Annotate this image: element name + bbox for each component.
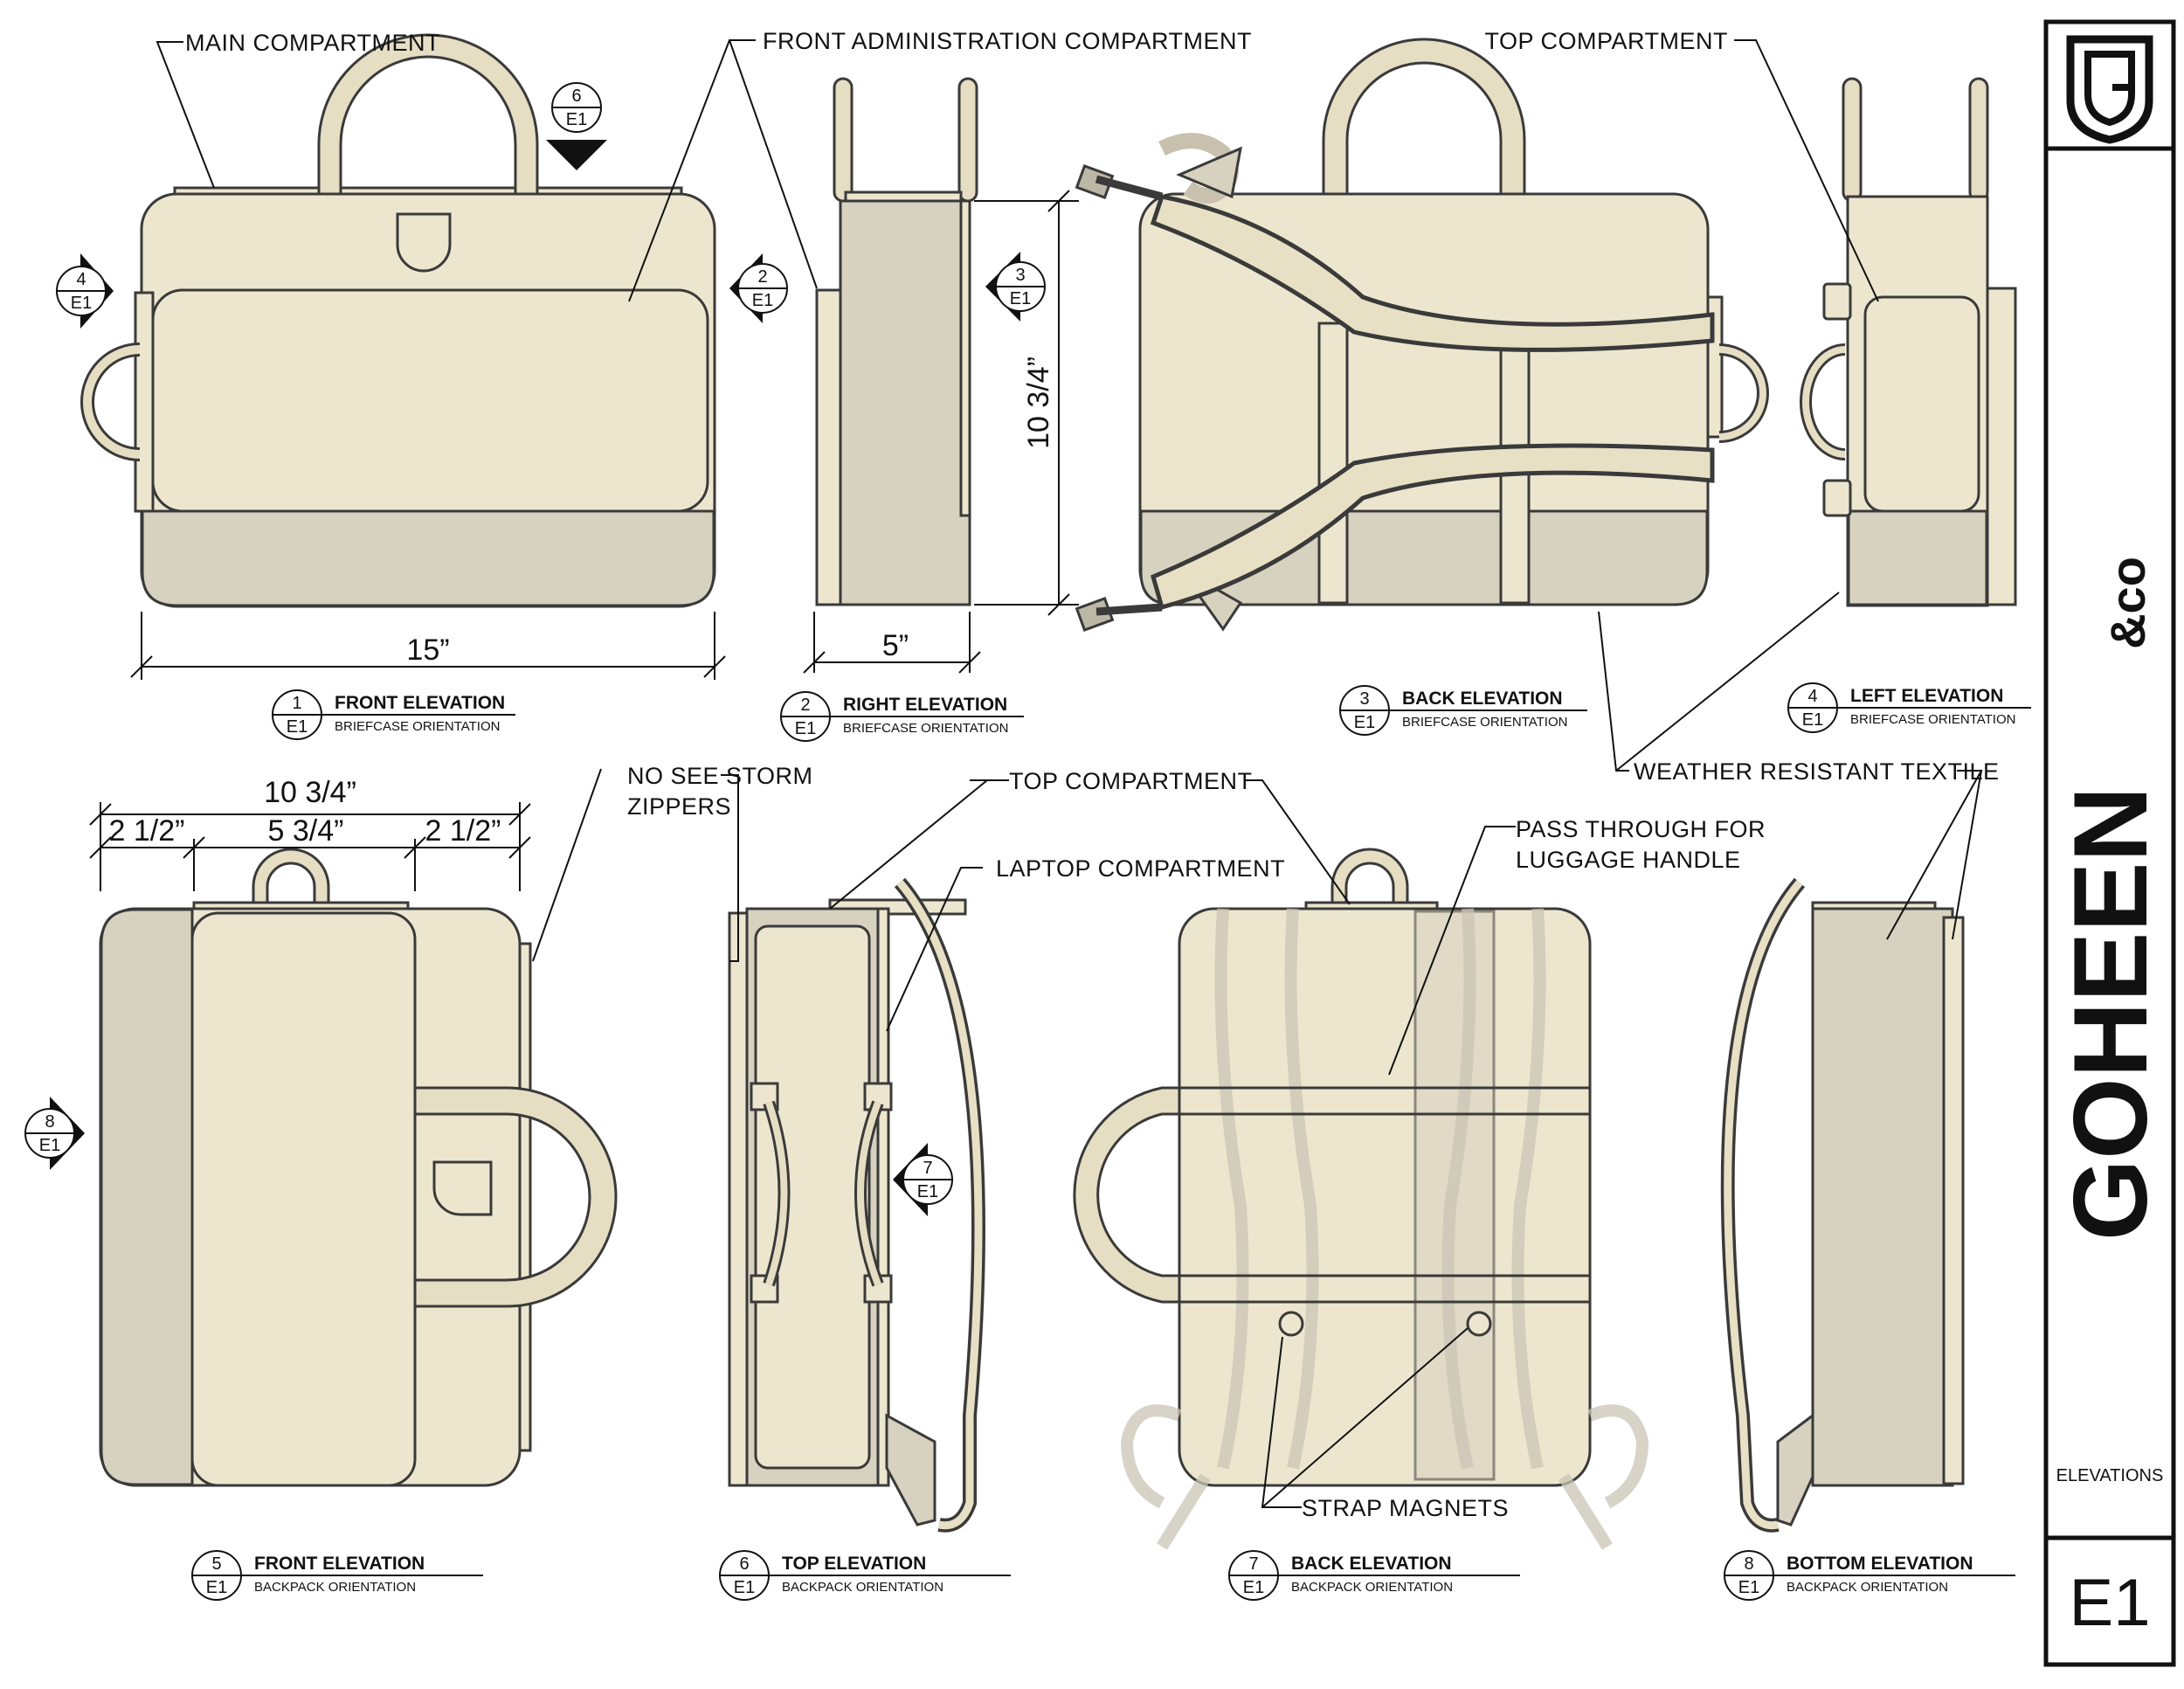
title-block: GOHEEN &co ELEVATIONS E1 (2043, 19, 2176, 1667)
svg-text:8: 8 (1744, 1554, 1753, 1574)
view-1-front-elevation-briefcase (80, 33, 716, 608)
svg-text:BACK ELEVATION: BACK ELEVATION (1291, 1554, 1452, 1574)
sheet-title: ELEVATIONS (2056, 1466, 2164, 1485)
svg-text:4: 4 (1807, 687, 1817, 706)
dim-width: 15” (406, 633, 449, 667)
svg-text:BACK ELEVATION: BACK ELEVATION (1402, 689, 1563, 709)
svg-text:BRIEFCASE ORIENTATION: BRIEFCASE ORIENTATION (843, 721, 1008, 736)
svg-text:3: 3 (1359, 689, 1369, 709)
svg-text:2: 2 (757, 267, 767, 287)
marker-7: 7 E1 (893, 1143, 953, 1216)
view-title-4: 4 E1 LEFT ELEVATION BRIEFCASE ORIENTATIO… (1787, 682, 2031, 733)
label-top-compartment-backpack: TOP COMPARTMENT (1009, 768, 1253, 794)
view-titles: 1 E1 FRONT ELEVATION BRIEFCASE ORIENTATI… (191, 682, 2031, 1601)
view-title-3: 3 E1 BACK ELEVATION BRIEFCASE ORIENTATIO… (1339, 685, 1587, 736)
svg-text:3: 3 (1015, 266, 1025, 285)
svg-text:E1: E1 (206, 1578, 227, 1597)
view-6-top-elevation-backpack (728, 877, 985, 1533)
dim-right-seg: 2 1/2” (425, 814, 501, 848)
callout-leaders (156, 39, 1983, 1508)
label-pass-through-2: LUGGAGE HANDLE (1516, 847, 1741, 873)
label-no-see-storm-1: NO SEE STORM (627, 763, 813, 789)
view-title-5: 5 E1 FRONT ELEVATION BACKPACK ORIENTATIO… (191, 1550, 483, 1601)
svg-text:E1: E1 (71, 294, 92, 313)
dim-height: 10 3/4” (1022, 356, 1055, 449)
view-title-6: 6 E1 TOP ELEVATION BACKPACK ORIENTATION (719, 1550, 1011, 1601)
svg-text:E1: E1 (1802, 710, 1823, 730)
label-main-compartment: MAIN COMPARTMENT (185, 30, 440, 56)
svg-text:BRIEFCASE ORIENTATION: BRIEFCASE ORIENTATION (1850, 712, 2015, 727)
section-markers: 6 E1 4 E1 2 E1 3 E1 8 (24, 82, 1046, 1216)
brand-mark: &co (2100, 557, 2155, 649)
marker-6: 6 E1 (546, 82, 607, 170)
marker-8: 8 E1 (24, 1097, 85, 1170)
svg-text:BACKPACK ORIENTATION: BACKPACK ORIENTATION (1787, 1580, 1948, 1595)
dimension-lines: 15” 5” 10 3/4” 10 3/4” 2 1/2” 5 3/4” 2 1… (89, 190, 1079, 891)
label-no-see-storm-2: ZIPPERS (627, 793, 731, 820)
marker-3: 3 E1 (985, 252, 1046, 322)
callout-labels: MAIN COMPARTMENT FRONT ADMINISTRATION CO… (185, 28, 2000, 1521)
label-top-compartment-briefcase: TOP COMPARTMENT (1484, 28, 1728, 54)
dim-depth: 5” (882, 629, 909, 662)
label-laptop-compartment: LAPTOP COMPARTMENT (996, 855, 1285, 882)
label-pass-through-1: PASS THROUGH FOR (1516, 816, 1766, 842)
svg-text:BRIEFCASE ORIENTATION: BRIEFCASE ORIENTATION (1402, 715, 1567, 730)
svg-text:BACKPACK ORIENTATION: BACKPACK ORIENTATION (1291, 1580, 1453, 1595)
svg-text:7: 7 (1248, 1554, 1258, 1574)
view-5-front-elevation-backpack (99, 848, 618, 1487)
svg-text:FRONT ELEVATION: FRONT ELEVATION (335, 693, 505, 713)
svg-text:E1: E1 (566, 110, 587, 129)
svg-text:1: 1 (292, 694, 301, 713)
svg-text:FRONT ELEVATION: FRONT ELEVATION (254, 1554, 425, 1574)
sheet-number: E1 (2070, 1566, 2151, 1640)
svg-text:6: 6 (739, 1554, 749, 1574)
svg-text:BOTTOM ELEVATION: BOTTOM ELEVATION (1787, 1554, 1973, 1574)
svg-text:E1: E1 (734, 1578, 755, 1597)
svg-text:BACKPACK ORIENTATION: BACKPACK ORIENTATION (254, 1580, 416, 1595)
dim-left-seg: 2 1/2” (109, 814, 185, 848)
view-7-back-elevation-backpack (1073, 848, 1649, 1550)
svg-text:E1: E1 (287, 717, 308, 737)
svg-text:BRIEFCASE ORIENTATION: BRIEFCASE ORIENTATION (335, 719, 500, 734)
dim-mid-seg: 5 3/4” (268, 814, 344, 848)
view-3-back-elevation-briefcase (1075, 38, 1769, 632)
svg-text:BACKPACK ORIENTATION: BACKPACK ORIENTATION (782, 1580, 943, 1595)
svg-text:4: 4 (76, 270, 86, 289)
marker-4: 4 E1 (56, 253, 114, 329)
label-strap-magnets: STRAP MAGNETS (1302, 1495, 1509, 1521)
svg-text:8: 8 (45, 1112, 54, 1132)
svg-text:2: 2 (800, 696, 810, 715)
label-weather-resistant: WEATHER RESISTANT TEXTILE (1634, 758, 2000, 785)
view-8-bottom-elevation-backpack (1720, 877, 1965, 1533)
svg-text:E1: E1 (39, 1136, 60, 1155)
view-4-left-elevation-briefcase (1800, 77, 2017, 607)
marker-2: 2 E1 (729, 253, 788, 323)
label-front-admin-compartment: FRONT ADMINISTRATION COMPARTMENT (763, 28, 1252, 54)
svg-text:6: 6 (571, 87, 581, 106)
svg-text:E1: E1 (1354, 713, 1375, 732)
svg-text:7: 7 (923, 1159, 932, 1178)
svg-text:E1: E1 (1010, 289, 1031, 308)
view-title-8: 8 E1 BOTTOM ELEVATION BACKPACK ORIENTATI… (1724, 1550, 2015, 1601)
svg-text:RIGHT ELEVATION: RIGHT ELEVATION (843, 695, 1007, 715)
svg-text:E1: E1 (1738, 1578, 1759, 1597)
view-title-1: 1 E1 FRONT ELEVATION BRIEFCASE ORIENTATI… (272, 689, 515, 740)
svg-text:TOP ELEVATION: TOP ELEVATION (782, 1554, 926, 1574)
svg-text:E1: E1 (917, 1182, 938, 1201)
svg-text:E1: E1 (795, 719, 816, 738)
view-title-7: 7 E1 BACK ELEVATION BACKPACK ORIENTATION (1228, 1550, 1520, 1601)
dim-top-total: 10 3/4” (264, 776, 356, 809)
svg-text:5: 5 (211, 1554, 221, 1574)
view-title-2: 2 E1 RIGHT ELEVATION BRIEFCASE ORIENTATI… (780, 691, 1024, 742)
svg-text:E1: E1 (752, 291, 773, 310)
view-2-right-elevation-briefcase (815, 77, 978, 606)
logo-shield-icon (2066, 35, 2153, 144)
svg-text:LEFT ELEVATION: LEFT ELEVATION (1850, 686, 2003, 706)
brand-wordmark: GOHEEN (2052, 786, 2169, 1241)
svg-text:E1: E1 (1243, 1578, 1264, 1597)
